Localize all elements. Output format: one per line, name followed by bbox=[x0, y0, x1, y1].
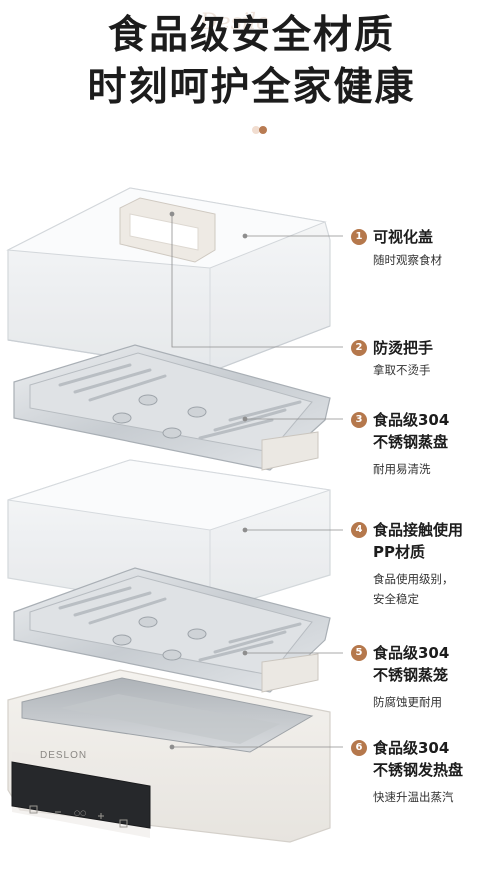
feature-description: 拿取不烫手 bbox=[373, 363, 431, 377]
feature-number-badge: 2 bbox=[351, 340, 367, 356]
feature-number-badge: 5 bbox=[351, 645, 367, 661]
decorative-dots bbox=[252, 125, 270, 135]
headline-line-2: 时刻呵护全家健康 bbox=[87, 65, 416, 110]
feature-number-badge: 1 bbox=[351, 229, 367, 245]
svg-text:○○: ○○ bbox=[74, 809, 86, 817]
feature-description: 防腐蚀更耐用 bbox=[373, 695, 442, 709]
feature-description: 快速升温出蒸汽 bbox=[373, 790, 454, 804]
steel-steam-tray-2 bbox=[13, 567, 331, 693]
feature-number-badge: 3 bbox=[351, 412, 367, 428]
feature-number-badge: 4 bbox=[351, 522, 367, 538]
control-panel bbox=[11, 761, 151, 829]
leader-lines bbox=[169, 211, 343, 750]
steel-steam-tray-1 bbox=[13, 344, 331, 471]
brand-logo: DESLON bbox=[40, 750, 87, 761]
headline-line-1: 食品级安全材质 bbox=[107, 13, 395, 58]
steamer-exploded-illustration: DESLON ○○ bbox=[6, 187, 343, 843]
lid-handle bbox=[119, 197, 216, 263]
pp-transparent-box bbox=[7, 459, 331, 613]
feature-number-badge: 6 bbox=[351, 740, 367, 756]
feature-description: 随时观察食材 bbox=[373, 253, 442, 267]
feature-title: 防烫把手 bbox=[373, 339, 434, 357]
feature-title: 可视化盖 bbox=[373, 228, 434, 246]
feature-description: 耐用易清洗 bbox=[373, 462, 431, 476]
brand-watermark: Desilo bbox=[200, 10, 270, 35]
feature-description: 食品使用级别，安全稳定 bbox=[373, 572, 454, 606]
control-buttons: ○○ bbox=[29, 805, 128, 828]
